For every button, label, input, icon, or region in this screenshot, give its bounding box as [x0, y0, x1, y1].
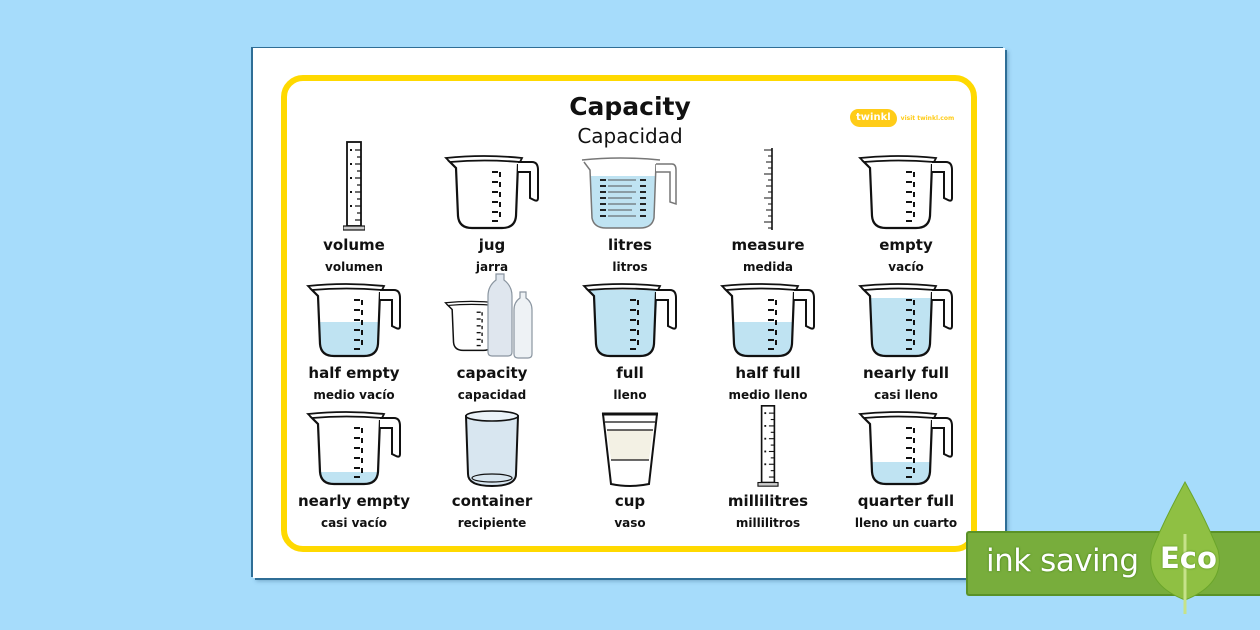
word-card-litres: litres litros	[560, 140, 700, 275]
word-spanish: medio vacío	[313, 388, 395, 402]
yellow-frame	[281, 75, 977, 552]
nearly-empty-jug-icon	[306, 410, 402, 486]
word-english: volume	[323, 236, 385, 254]
leaf-icon	[1150, 480, 1220, 614]
word-english: half empty	[308, 364, 400, 382]
word-spanish: litros	[612, 260, 648, 274]
page-title: Capacity	[569, 92, 691, 121]
word-spanish: jarra	[475, 260, 509, 274]
measuring-cylinder-icon	[343, 141, 365, 231]
jug-and-bottles-icon	[444, 273, 533, 359]
word-card-millilitres: millilitres millilitros	[698, 396, 838, 531]
page-subtitle: Capacidad	[577, 124, 683, 148]
word-spanish: medida	[742, 260, 794, 274]
word-spanish: casi vacío	[320, 516, 388, 530]
word-spanish: lleno un cuarto	[854, 516, 958, 530]
word-spanish: volumen	[325, 260, 383, 274]
word-card-capacity: capacity capacidad	[422, 268, 562, 403]
quarter-jug-icon	[858, 410, 954, 486]
litre-jug-icon	[581, 157, 677, 229]
word-english: millilitres	[727, 492, 809, 510]
word-spanish: vaso	[614, 516, 646, 530]
word-english: cup	[614, 492, 646, 510]
word-card-measure: measure medida	[698, 140, 838, 275]
measuring-cylinder-icon	[757, 405, 779, 487]
word-english: litres	[608, 236, 652, 254]
word-card-half-full: half full medio lleno	[698, 268, 838, 403]
word-card-empty: empty vacío	[836, 140, 976, 275]
plastic-cup-icon	[601, 412, 659, 487]
word-english: measure	[731, 236, 805, 254]
word-card-nearly-empty: nearly empty casi vacío	[284, 396, 424, 531]
word-english: quarter full	[857, 492, 955, 510]
word-card-full: full lleno	[560, 268, 700, 403]
twinkl-logo: twinkl visit twinkl.com	[850, 109, 954, 127]
eco-badge: ink saving	[966, 531, 1260, 596]
word-card-quarter-full: quarter full lleno un cuarto	[836, 396, 976, 531]
half-jug-icon	[720, 282, 816, 358]
word-spanish: capacidad	[457, 388, 527, 402]
word-card-half-empty: half empty medio vacío	[284, 268, 424, 403]
word-card-jug: jug jarra	[422, 140, 562, 275]
empty-jug-icon	[858, 154, 954, 230]
word-spanish: casi lleno	[874, 388, 938, 402]
word-card-container: container recipiente	[422, 396, 562, 531]
half-jug-icon	[306, 282, 402, 358]
word-spanish: vacío	[888, 260, 924, 274]
empty-jug-icon	[444, 154, 540, 230]
ruler-scale-icon	[764, 148, 773, 230]
word-spanish: medio lleno	[728, 388, 808, 402]
word-english: full	[616, 364, 644, 382]
word-spanish: recipiente	[457, 516, 527, 530]
word-spanish: millilitros	[735, 516, 801, 530]
twinkl-url: visit twinkl.com	[900, 114, 955, 122]
ink-saving-label: ink saving	[986, 543, 1139, 579]
word-english: container	[451, 492, 533, 510]
word-card-nearly-full: nearly full casi lleno	[836, 268, 976, 403]
word-card-cup: cup vaso	[560, 396, 700, 531]
full-jug-icon	[582, 282, 678, 358]
nearly-full-jug-icon	[858, 282, 954, 358]
word-english: half full	[735, 364, 801, 382]
twinkl-logo-text: twinkl	[850, 109, 897, 127]
word-english: empty	[879, 236, 933, 254]
eco-label: Eco	[1160, 541, 1217, 575]
container-icon	[464, 410, 520, 488]
word-card-volume: volume volumen	[284, 140, 424, 275]
word-spanish: lleno	[613, 388, 647, 402]
word-english: jug	[478, 236, 506, 254]
word-english: capacity	[456, 364, 528, 382]
word-english: nearly empty	[297, 492, 410, 510]
word-english: nearly full	[862, 364, 949, 382]
